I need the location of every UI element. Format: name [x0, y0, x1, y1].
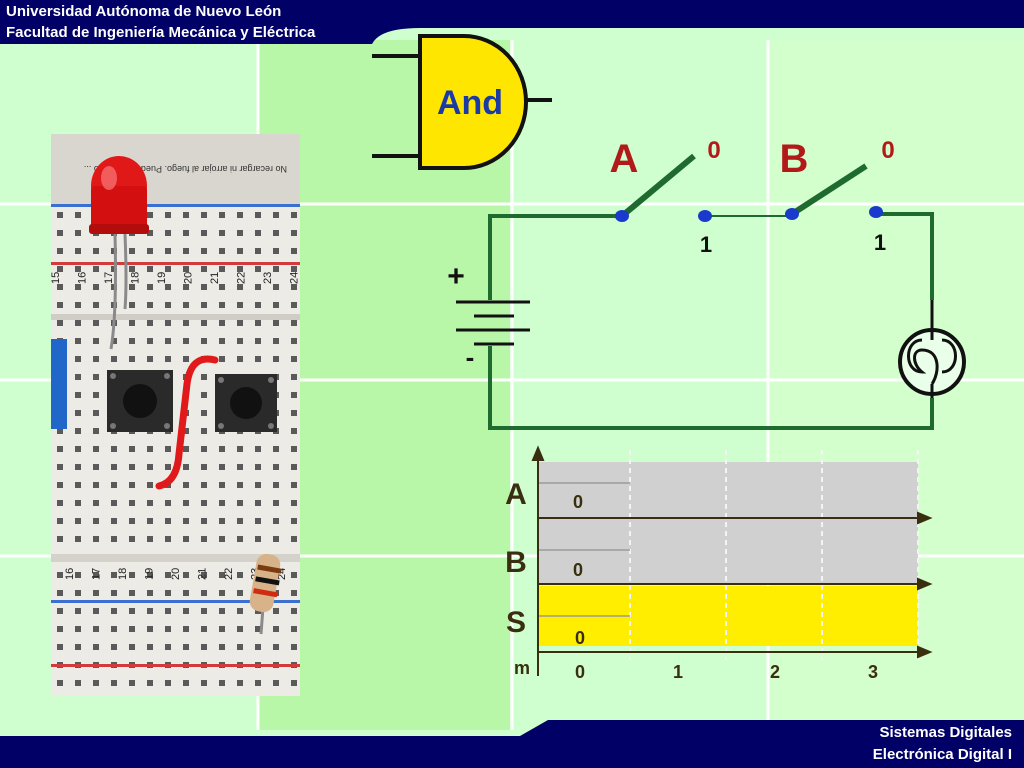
breadboard-photo: No recargar ni arrojar al fuego. Puede e… — [51, 134, 300, 696]
timing-label-s: S — [506, 606, 526, 639]
potentiometer-icon — [51, 339, 67, 429]
breadboard-column-number: 18 — [130, 272, 142, 284]
timing-value-s: 0 — [575, 628, 585, 648]
battery-icon — [456, 300, 530, 346]
breadboard-column-number: 24 — [289, 272, 301, 284]
timing-label-a: A — [505, 478, 527, 511]
switch-b-state-open: 0 — [881, 137, 894, 164]
pushbutton-icon — [215, 374, 277, 432]
time-unit-label: m — [514, 658, 530, 678]
battery-plus: + — [447, 260, 465, 293]
breadboard-column-number: 22 — [223, 568, 235, 580]
switch-a — [620, 153, 696, 219]
breadboard-column-number: 20 — [170, 568, 182, 580]
switch-b-label: B — [780, 137, 809, 181]
switch-b-state-closed: 1 — [874, 230, 886, 255]
breadboard-column-number: 15 — [51, 272, 62, 284]
timing-value-b: 0 — [573, 560, 583, 580]
faculty-name: Facultad de Ingeniería Mecánica y Eléctr… — [6, 24, 316, 41]
lamp-icon — [898, 300, 966, 398]
breadboard-column-number: 22 — [236, 272, 248, 284]
switch-a-label: A — [610, 137, 639, 181]
breadboard-column-number: 19 — [156, 272, 168, 284]
and-gate-icon — [372, 34, 552, 170]
breadboard-column-number: 20 — [183, 272, 195, 284]
timing-value-a: 0 — [573, 492, 583, 512]
breadboard-column-number: 16 — [77, 272, 89, 284]
time-tick-label: 3 — [868, 662, 878, 682]
timing-label-b: B — [505, 546, 527, 579]
pushbutton-icon — [107, 370, 173, 432]
breadboard-column-number: 18 — [117, 568, 129, 580]
time-tick-label: 1 — [673, 662, 683, 682]
battery-minus: - — [466, 342, 475, 372]
jumper-wire — [155, 355, 219, 490]
circuit-wires — [488, 212, 934, 430]
switch-b — [790, 163, 868, 217]
breadboard-column-number: 17 — [103, 272, 115, 284]
gate-label: And — [437, 84, 503, 122]
breadboard-column-number: 21 — [209, 272, 221, 284]
switch-a-state-open: 0 — [707, 137, 720, 164]
breadboard-column-number: 17 — [91, 568, 103, 580]
header-bar — [0, 0, 1024, 44]
time-tick-label: 2 — [770, 662, 780, 682]
breadboard-column-number: 21 — [197, 568, 209, 580]
breadboard-column-number: 16 — [64, 568, 76, 580]
course-subname: Electrónica Digital I — [872, 746, 1012, 763]
university-name: Universidad Autónoma de Nuevo León — [6, 3, 282, 20]
breadboard-column-number: 23 — [262, 272, 274, 284]
time-tick-label: 0 — [575, 662, 585, 682]
course-name: Sistemas Digitales — [879, 724, 1012, 741]
breadboard-column-number: 19 — [144, 568, 156, 580]
switch-a-state-closed: 1 — [700, 232, 712, 257]
footer-bar — [0, 720, 1024, 768]
battery-label-text: No recargar ni arrojar al fuego. Puede e… — [84, 164, 287, 174]
timing-diagram — [531, 445, 933, 676]
